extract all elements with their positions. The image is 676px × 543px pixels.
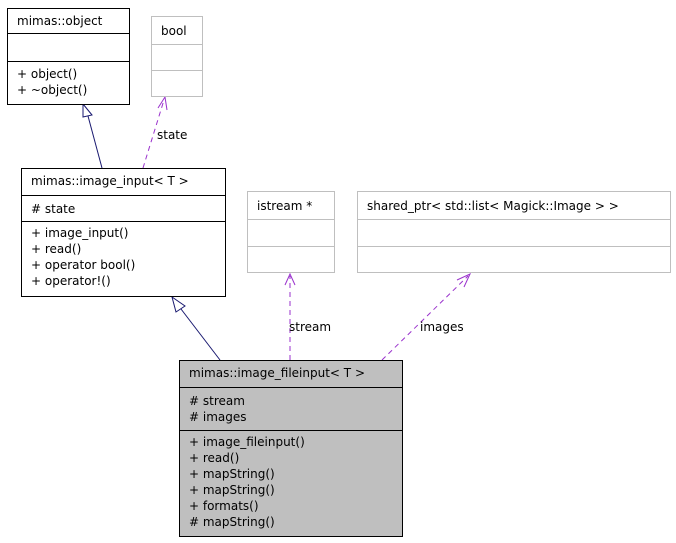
method-item: + operator!() xyxy=(31,274,111,288)
class-box-shared_ptr[interactable]: shared_ptr< std::list< Magick::Image > > xyxy=(357,191,671,273)
usage-arrowhead-stream xyxy=(284,272,296,286)
class-attributes-istream xyxy=(248,219,334,246)
usage-edge-state xyxy=(142,99,165,169)
method-item: + image_fileinput() xyxy=(189,435,305,449)
inheritance-edge-image_input-object xyxy=(87,115,103,169)
inheritance-edge-image_fileinput-image_input xyxy=(180,308,221,361)
class-title-image_input: mimas::image_input< T > xyxy=(31,174,189,188)
class-methods-shared_ptr xyxy=(358,246,670,272)
edge-label-stream: stream xyxy=(289,320,332,334)
attribute-item: # stream xyxy=(189,394,245,408)
inheritance-arrowhead-object xyxy=(82,102,93,118)
class-methods-image_input: + image_input() + read() + operator bool… xyxy=(22,221,225,291)
class-attributes-bool xyxy=(152,44,202,70)
class-attributes-object xyxy=(8,33,129,61)
usage-arrowhead-images xyxy=(456,272,472,288)
class-attributes-shared_ptr xyxy=(358,219,670,246)
method-item: + ~object() xyxy=(17,83,88,97)
method-item: + object() xyxy=(17,67,78,81)
method-item: + mapString() xyxy=(189,467,275,481)
class-box-istream[interactable]: istream * xyxy=(247,191,335,273)
class-title-object: mimas::object xyxy=(17,14,103,28)
method-item: + read() xyxy=(189,451,240,465)
method-item: # mapString() xyxy=(189,515,275,529)
class-box-image_input[interactable]: mimas::image_input< T > # state + image_… xyxy=(21,168,226,297)
usage-edge-images xyxy=(381,275,469,361)
inheritance-arrowhead-image_input xyxy=(171,295,186,313)
class-title-shared_ptr: shared_ptr< std::list< Magick::Image > > xyxy=(367,199,619,213)
edge-label-state: state xyxy=(157,128,188,142)
class-methods-image_fileinput: + image_fileinput() + read() + mapString… xyxy=(180,430,402,532)
class-title-bool: bool xyxy=(161,24,187,38)
attribute-item: # state xyxy=(31,202,76,216)
usage-arrowhead-state xyxy=(157,95,168,111)
method-item: + mapString() xyxy=(189,483,275,497)
class-box-image_fileinput[interactable]: mimas::image_fileinput< T > # stream # i… xyxy=(179,360,403,537)
method-item: + image_input() xyxy=(31,226,129,240)
class-methods-bool xyxy=(152,70,202,96)
class-methods-object: + object() + ~object() xyxy=(8,61,129,100)
attribute-item: # images xyxy=(189,410,247,424)
class-title-istream: istream * xyxy=(257,199,313,213)
class-box-object[interactable]: mimas::object + object() + ~object() xyxy=(7,8,130,105)
class-attributes-image_fileinput: # stream # images xyxy=(180,387,402,430)
edge-label-images: images xyxy=(420,320,464,334)
class-attributes-image_input: # state xyxy=(22,195,225,221)
method-item: + read() xyxy=(31,242,82,256)
class-methods-istream xyxy=(248,246,334,272)
method-item: + formats() xyxy=(189,499,259,513)
method-item: + operator bool() xyxy=(31,258,136,272)
class-box-bool[interactable]: bool xyxy=(151,16,203,97)
class-title-image_fileinput: mimas::image_fileinput< T > xyxy=(189,366,365,380)
